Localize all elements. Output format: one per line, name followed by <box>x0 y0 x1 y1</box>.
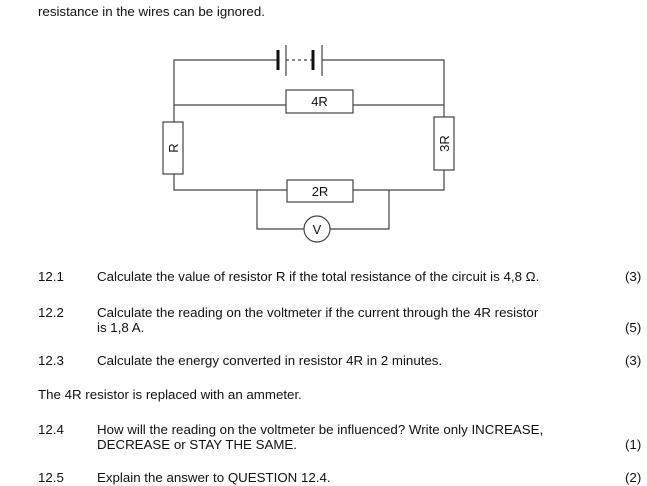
question-number: 12.5 <box>38 470 64 485</box>
marks: (2) <box>625 470 642 485</box>
voltmeter-icon <box>303 215 331 243</box>
circuit-diagram: 4R R 3R 2R V <box>162 45 455 243</box>
marks: (3) <box>625 269 642 284</box>
svg-text:R: R <box>166 143 181 152</box>
intro-text: resistance in the wires can be ignored. <box>38 4 265 19</box>
resistor-4r <box>285 89 354 114</box>
question-number: 12.4 <box>38 422 64 437</box>
battery-icon <box>276 45 323 76</box>
wires <box>173 59 445 230</box>
marks: (5) <box>625 320 642 335</box>
question-text: Calculate the energy converted in resist… <box>97 353 443 368</box>
resistor-r <box>162 121 184 175</box>
question-text: Calculate the value of resistor R if the… <box>97 269 540 284</box>
question-text-cont: DECREASE or STAY THE SAME. <box>97 437 297 452</box>
question-number: 12.2 <box>38 305 64 320</box>
svg-text:V: V <box>313 222 322 237</box>
question-text-cont: is 1,8 A. <box>97 320 145 335</box>
svg-text:3R: 3R <box>437 135 452 152</box>
resistor-3r <box>433 116 455 171</box>
svg-text:4R: 4R <box>311 94 328 109</box>
resistor-2r <box>286 179 354 203</box>
question-number: 12.1 <box>38 269 64 284</box>
marks: (3) <box>625 353 642 368</box>
question-text: Explain the answer to QUESTION 12.4. <box>97 470 331 485</box>
marks: (1) <box>625 437 642 452</box>
svg-text:2R: 2R <box>312 184 329 199</box>
question-text: Calculate the reading on the voltmeter i… <box>97 305 539 320</box>
question-number: 12.3 <box>38 353 64 368</box>
statement: The 4R resistor is replaced with an amme… <box>38 387 302 402</box>
question-text: How will the reading on the voltmeter be… <box>97 422 544 437</box>
